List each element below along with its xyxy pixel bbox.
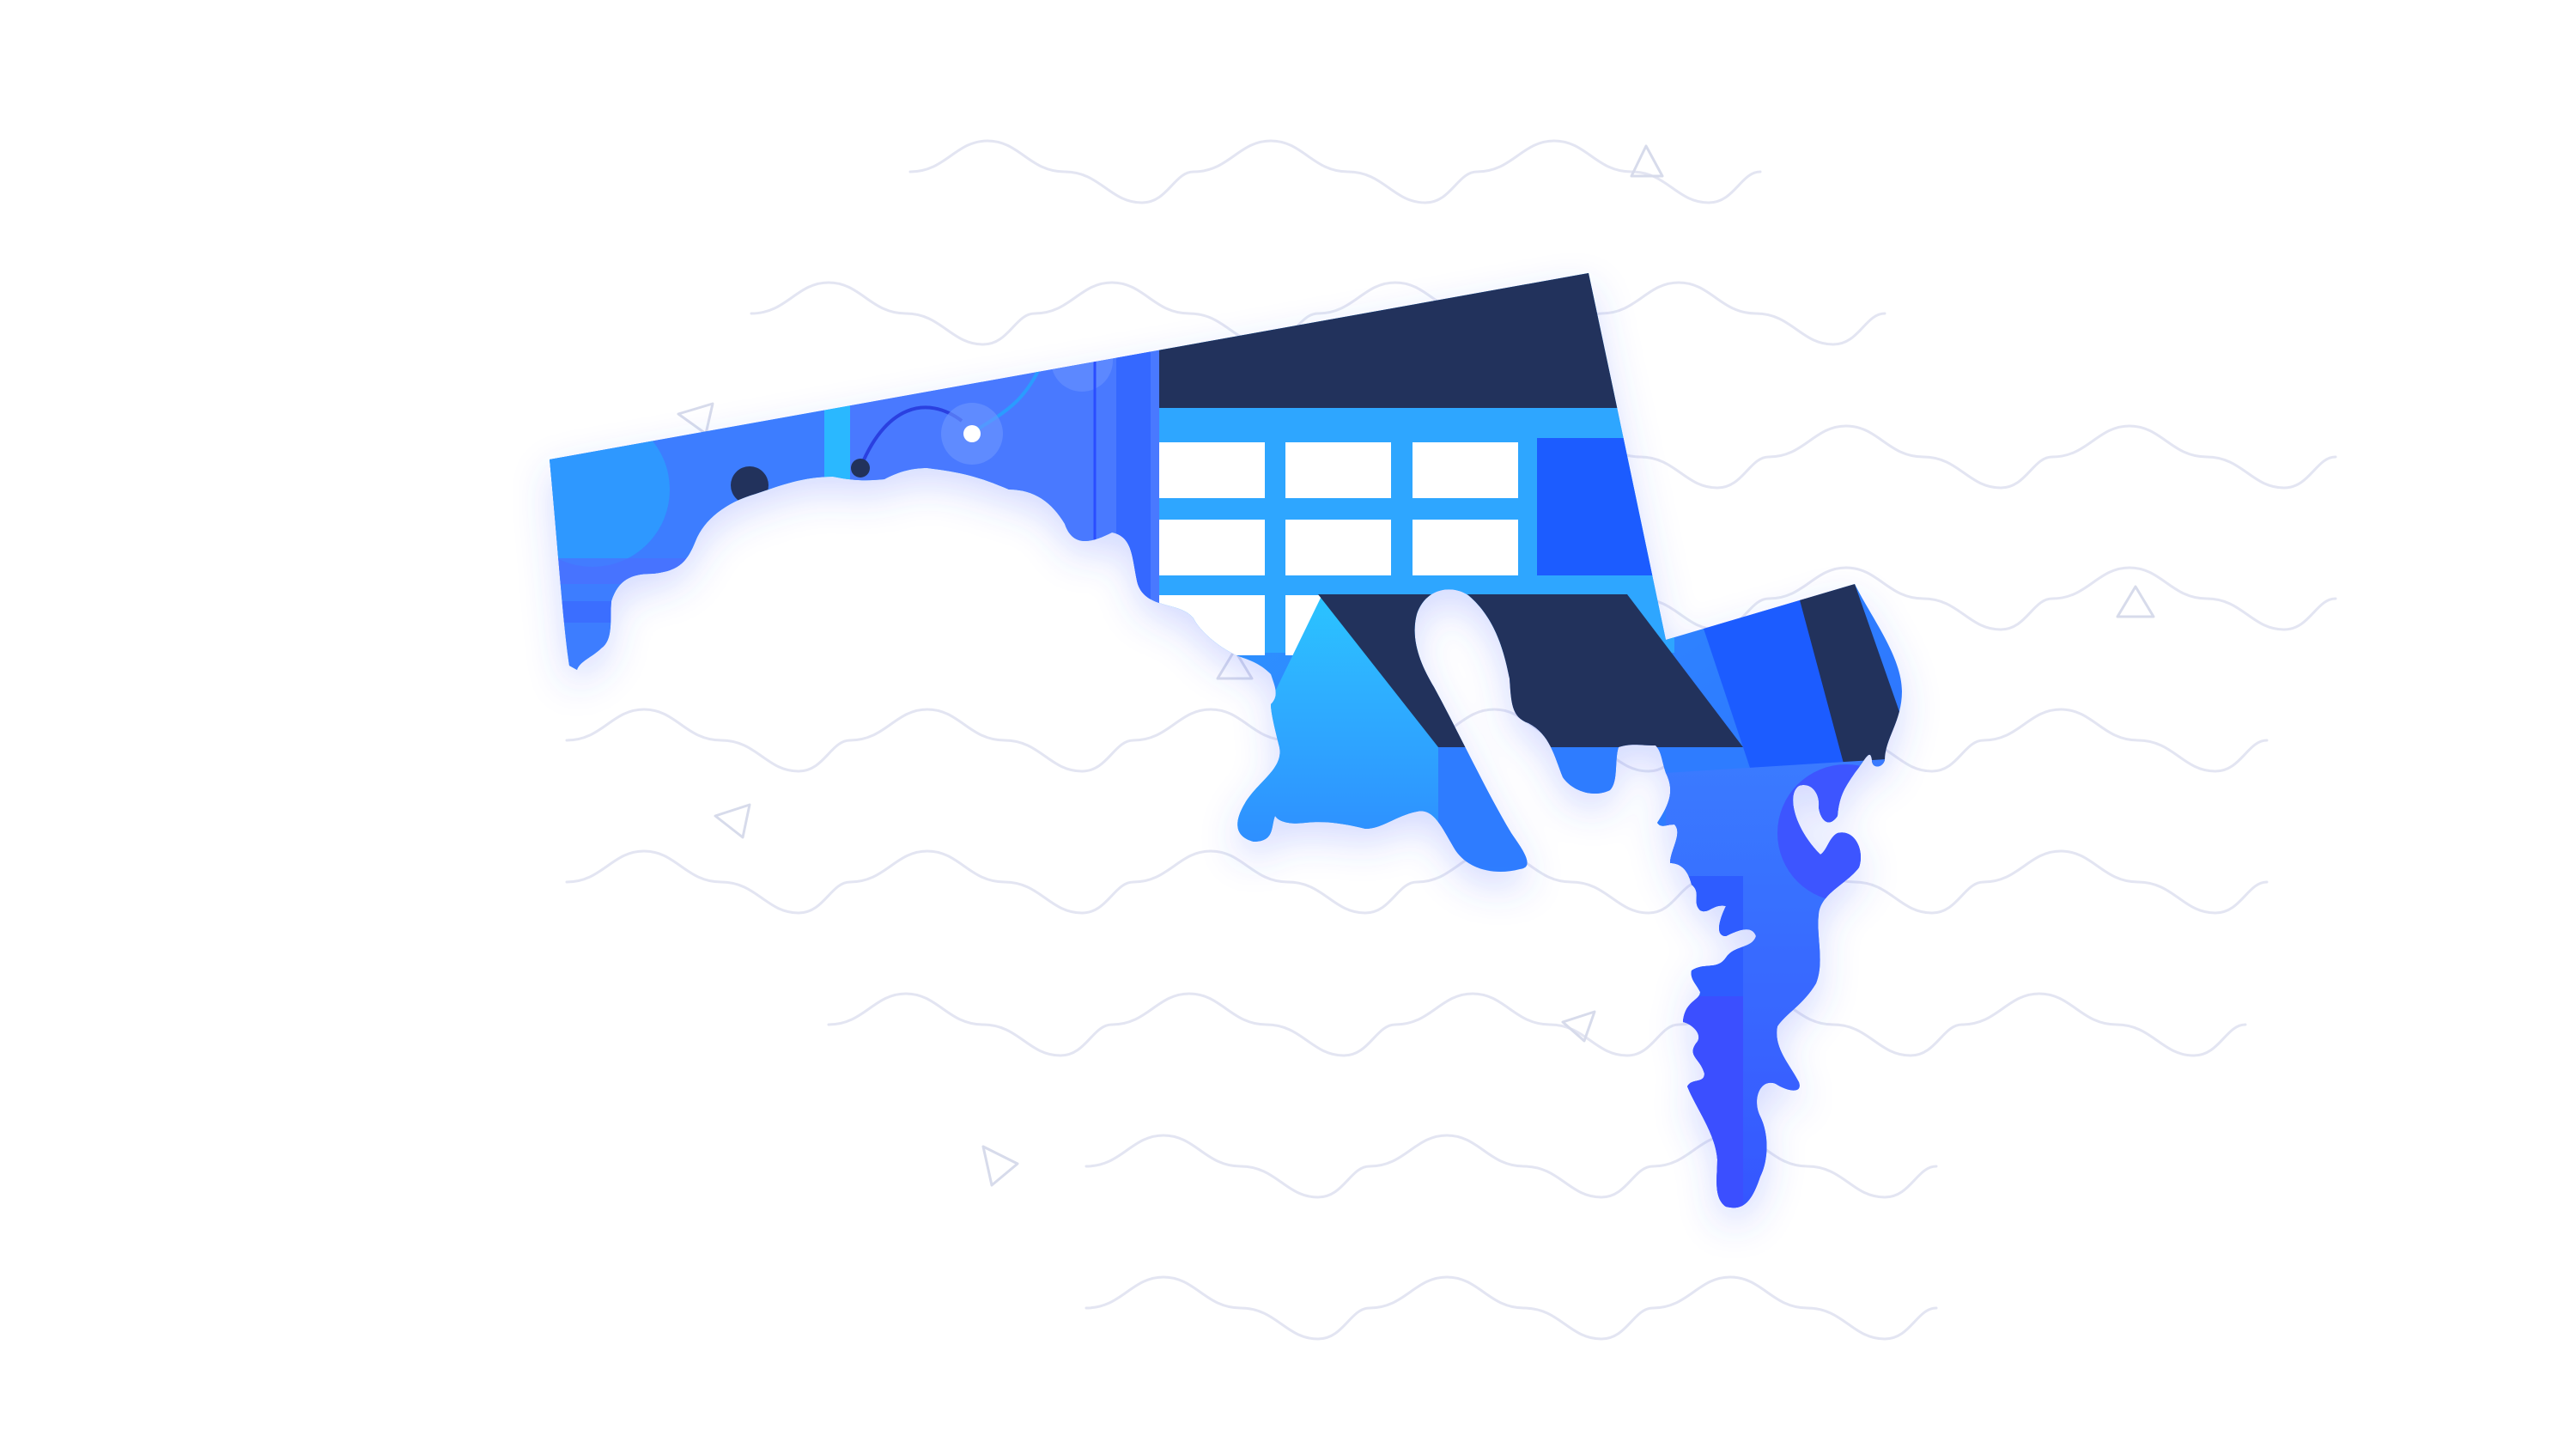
wave-line-icon: [1484, 424, 2337, 490]
wave-line-icon: [1084, 1134, 1938, 1199]
wave-line-icon: [750, 281, 1886, 346]
triangle-outline-icon: [714, 803, 751, 839]
node-dot-icon: [731, 466, 769, 504]
triangle-outline-icon: [1216, 648, 1254, 680]
map-shape: [550, 273, 1902, 1208]
triangle-outline-icon: [2116, 585, 2155, 618]
triangle-outline-icon: [1561, 1010, 1596, 1043]
wave-line-icon: [1084, 1275, 1938, 1341]
node-dot-icon: [851, 459, 870, 478]
wave-line-icon: [827, 992, 2247, 1057]
node-dot-icon: [963, 425, 981, 442]
wave-line-icon: [908, 139, 1762, 204]
triangle-outline-icon: [1630, 144, 1664, 178]
triangle-outline-icon: [981, 1145, 1019, 1187]
triangle-decorations: [677, 144, 2155, 1187]
house-roof-icon: [1202, 594, 1460, 842]
wave-line-icon: [565, 849, 2269, 915]
triangle-outline-icon: [677, 402, 714, 435]
